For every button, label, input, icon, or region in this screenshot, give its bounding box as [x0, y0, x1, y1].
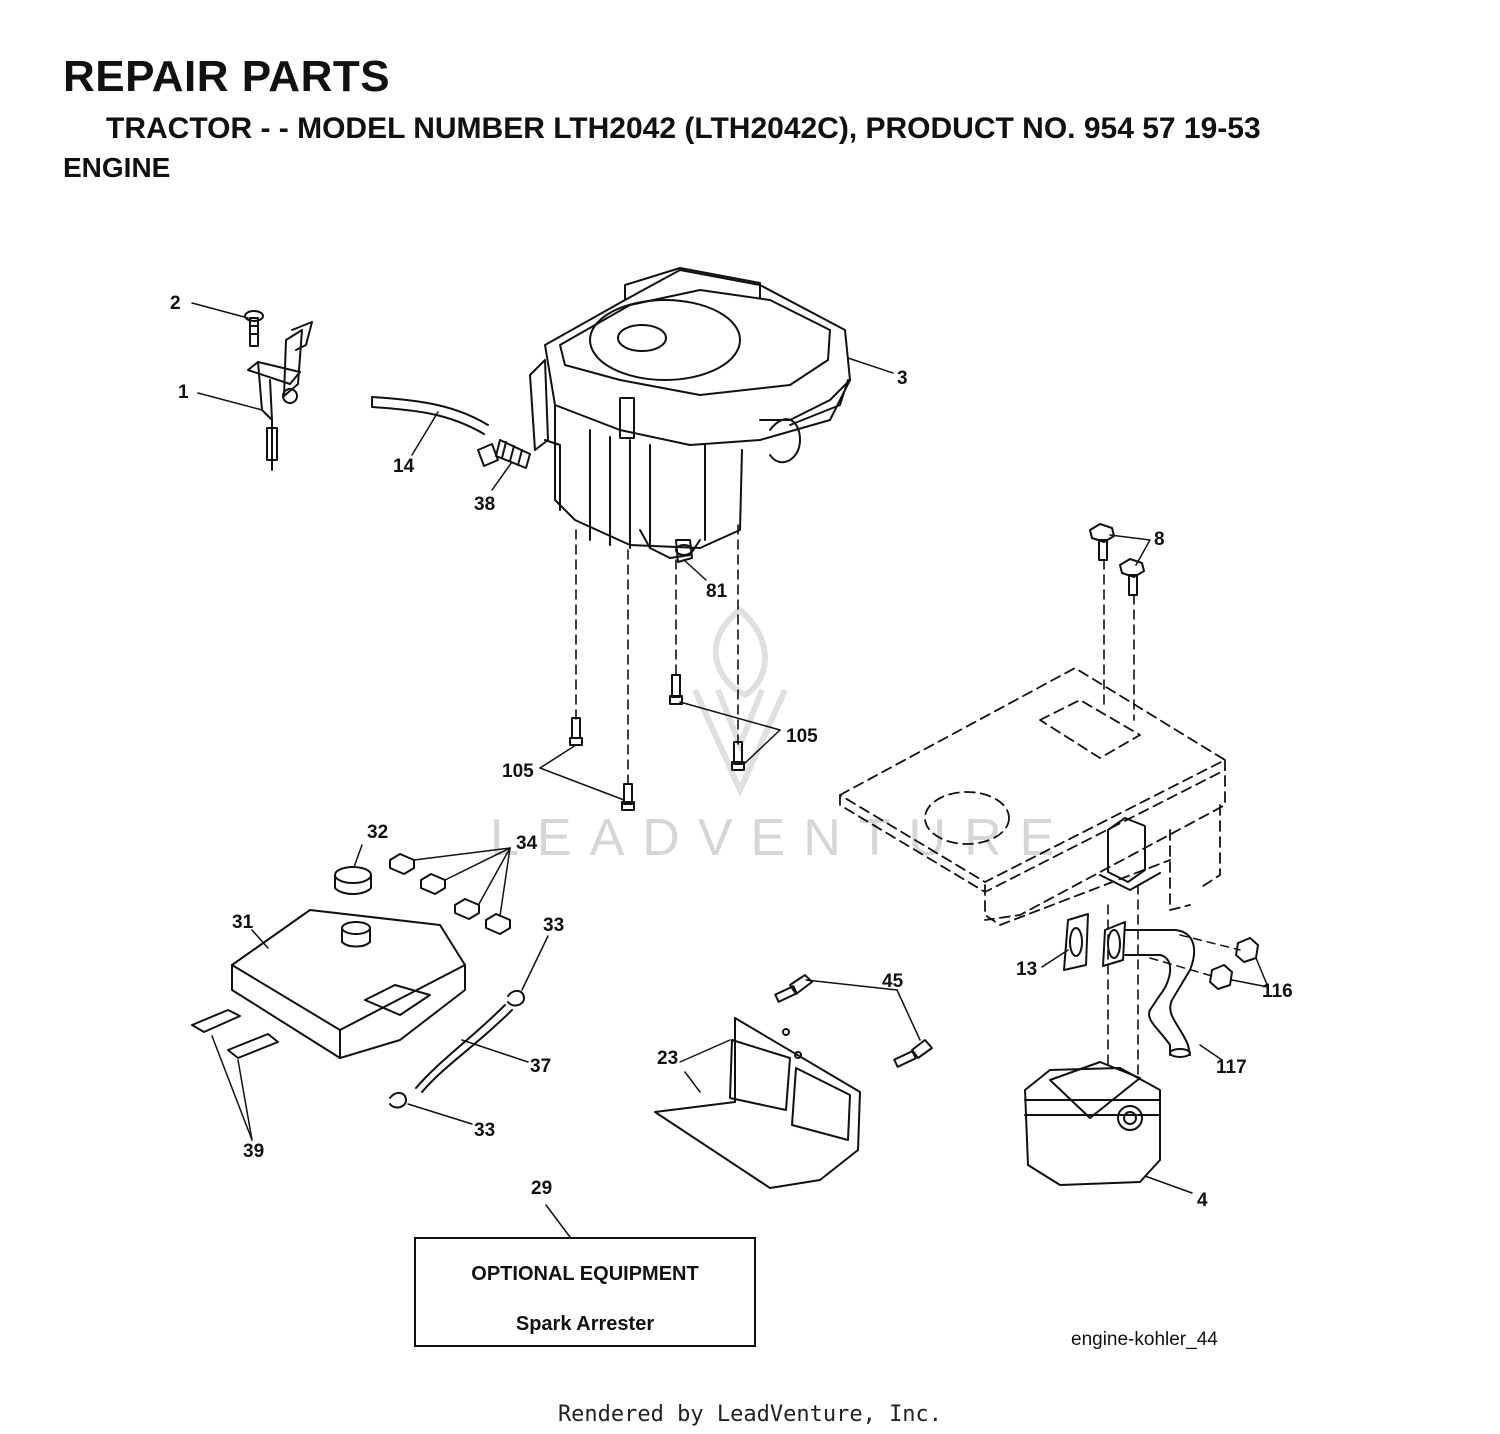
part-116-nuts	[1209, 937, 1259, 990]
callout-117: 117	[1216, 1057, 1247, 1078]
watermark-logo	[692, 606, 788, 798]
callout-numbers: 2 1 3 14 38 81 8 105 105 32 34 31 33 37 …	[170, 293, 1293, 1211]
watermark: LEADVENTURE	[490, 606, 1072, 867]
callout-37: 37	[530, 1056, 551, 1077]
page-subtitle: TRACTOR - - MODEL NUMBER LTH2042 (LTH204…	[106, 112, 1261, 145]
callout-4: 4	[1197, 1190, 1208, 1211]
callout-31: 31	[232, 912, 254, 933]
callout-14: 14	[393, 456, 415, 477]
callout-8: 8	[1154, 529, 1165, 550]
part-81-nut	[675, 539, 693, 563]
callout-2: 2	[170, 293, 181, 314]
part-33-hose-clamps	[389, 990, 525, 1109]
callout-29: 29	[531, 1178, 552, 1199]
callout-38: 38	[474, 494, 495, 515]
part-13-gaskets	[1063, 913, 1126, 971]
callout-45: 45	[882, 971, 904, 992]
callout-33-top: 33	[543, 915, 564, 936]
part-31-fuel-tank	[231, 909, 466, 1059]
footer-credit: Rendered by LeadVenture, Inc.	[557, 1402, 943, 1427]
part-117-exhaust-pipe	[1124, 929, 1196, 1058]
nut-dash-lines	[1149, 934, 1241, 977]
part-37-fuel-hose	[415, 1004, 513, 1093]
watermark-text: LEADVENTURE	[490, 809, 1072, 867]
part-1-control-bracket	[247, 321, 313, 471]
part-105-bolts	[569, 674, 745, 811]
callout-23: 23	[657, 1048, 678, 1069]
frame-dash-lines	[1103, 559, 1139, 1076]
optional-equipment-title: OPTIONAL EQUIPMENT	[471, 1263, 699, 1285]
optional-equipment-box: OPTIONAL EQUIPMENT Spark Arrester	[414, 1237, 756, 1347]
page-title: REPAIR PARTS	[63, 52, 391, 101]
callout-105-left: 105	[502, 761, 534, 782]
callout-3: 3	[897, 368, 908, 389]
callout-39: 39	[243, 1141, 264, 1162]
part-38-fuel-fitting	[477, 439, 531, 469]
leader-lines	[191, 302, 1269, 1238]
part-45-screws	[774, 974, 933, 1068]
section-title: ENGINE	[63, 152, 171, 183]
part-2-screw	[244, 310, 264, 347]
part-39-pads	[191, 1009, 279, 1059]
callout-32: 32	[367, 822, 388, 843]
part-8-knobs	[1089, 523, 1145, 596]
callout-1: 1	[178, 382, 189, 403]
callout-116: 116	[1262, 981, 1293, 1002]
callout-33-bottom: 33	[474, 1120, 495, 1141]
frame-bracket	[1099, 817, 1161, 891]
optional-equipment-item: Spark Arrester	[515, 1313, 655, 1335]
callout-105-right: 105	[786, 726, 818, 747]
diagram-id: engine-kohler_44	[1071, 1329, 1218, 1350]
part-4-muffler	[1024, 1061, 1161, 1186]
callout-81: 81	[706, 581, 728, 602]
tractor-frame-reference	[839, 667, 1226, 926]
part-14-fuel-line	[371, 396, 489, 435]
callout-13: 13	[1016, 959, 1037, 980]
part-34-pads	[389, 853, 511, 935]
callout-34: 34	[516, 833, 538, 854]
part-23-heat-shield	[654, 1017, 861, 1189]
engine-mount-dash-lines	[575, 524, 739, 786]
part-3-engine	[529, 267, 851, 559]
part-32-fuel-cap	[334, 866, 372, 895]
